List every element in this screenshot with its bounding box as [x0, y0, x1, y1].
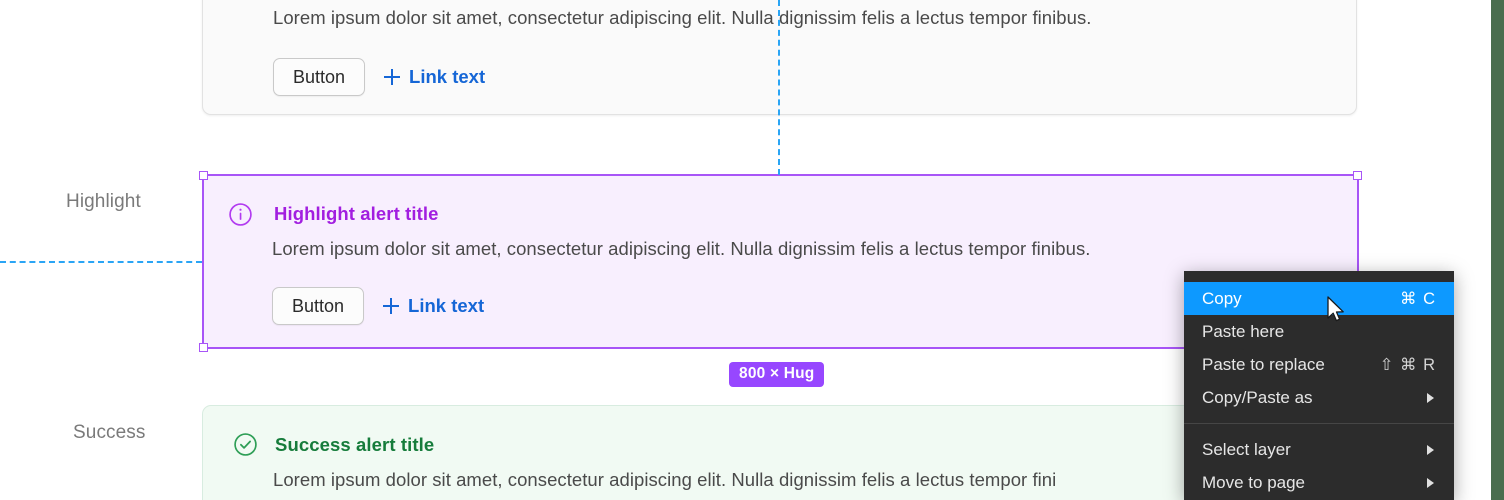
chevron-right-icon	[1427, 444, 1434, 455]
menu-item-copy-shortcut: ⌘ C	[1400, 289, 1436, 308]
chevron-right-icon	[1427, 392, 1434, 403]
right-edge-strip	[1491, 0, 1504, 500]
size-badge: 800 × Hug	[729, 362, 825, 387]
menu-item-paste-here-label: Paste here	[1202, 321, 1285, 341]
context-menu[interactable]: Copy ⌘ C Paste here Paste to replace ⇧ ⌘…	[1184, 271, 1454, 500]
alert-highlight-body: Lorem ipsum dolor sit amet, consectetur …	[272, 238, 1091, 259]
menu-item-copy-paste-as[interactable]: Copy/Paste as	[1184, 381, 1454, 414]
link-top-label: Link text	[409, 66, 486, 87]
alert-success-inner: Success alert title Lorem ipsum dolor si…	[203, 406, 1358, 500]
menu-item-paste-to-replace[interactable]: Paste to replace ⇧ ⌘ R	[1184, 348, 1454, 381]
plus-icon	[383, 298, 400, 314]
alert-highlight-inner: Highlight alert title Lorem ipsum dolor …	[202, 175, 1359, 349]
row-label-success: Success	[73, 422, 146, 443]
guide-vertical	[778, 0, 780, 175]
menu-item-copy-paste-as-label: Copy/Paste as	[1202, 387, 1313, 407]
link-highlight[interactable]: Link text	[383, 295, 484, 317]
button-top[interactable]: Button	[273, 58, 366, 96]
guide-horizontal	[0, 261, 202, 263]
menu-item-copy-label: Copy	[1202, 288, 1242, 308]
row-label-highlight: Highlight	[66, 191, 141, 212]
alert-top-body: Lorem ipsum dolor sit amet, consectetur …	[273, 7, 1092, 28]
menu-item-paste-to-replace-label: Paste to replace	[1202, 354, 1325, 374]
alert-card-success[interactable]: Success alert title Lorem ipsum dolor si…	[202, 405, 1359, 500]
info-circle-icon	[228, 202, 253, 232]
alert-success-title: Success alert title	[275, 434, 435, 455]
alert-highlight-actions: Button Link text	[272, 287, 484, 325]
chevron-right-icon	[1427, 477, 1434, 488]
alert-highlight-title: Highlight alert title	[274, 203, 439, 224]
menu-item-select-layer-label: Select layer	[1202, 439, 1291, 459]
alert-top-actions: Button Link text	[273, 58, 485, 96]
alert-top-inner: Lorem ipsum dolor sit amet, consectetur …	[203, 0, 1356, 114]
menu-item-paste-here[interactable]: Paste here	[1184, 315, 1454, 348]
link-top[interactable]: Link text	[384, 66, 485, 88]
menu-separator	[1184, 423, 1454, 424]
check-circle-icon	[233, 432, 257, 456]
link-highlight-label: Link text	[408, 295, 485, 316]
menu-item-select-layer[interactable]: Select layer	[1184, 433, 1454, 466]
alert-success-body: Lorem ipsum dolor sit amet, consectetur …	[273, 469, 1057, 490]
button-highlight[interactable]: Button	[272, 287, 365, 325]
menu-item-move-to-page[interactable]: Move to page	[1184, 466, 1454, 499]
menu-item-paste-to-replace-shortcut: ⇧ ⌘ R	[1379, 355, 1436, 374]
plus-icon	[384, 69, 401, 85]
alert-card-highlight[interactable]: Highlight alert title Lorem ipsum dolor …	[202, 175, 1359, 349]
menu-item-move-to-page-label: Move to page	[1202, 472, 1306, 492]
menu-item-copy[interactable]: Copy ⌘ C	[1184, 282, 1454, 315]
